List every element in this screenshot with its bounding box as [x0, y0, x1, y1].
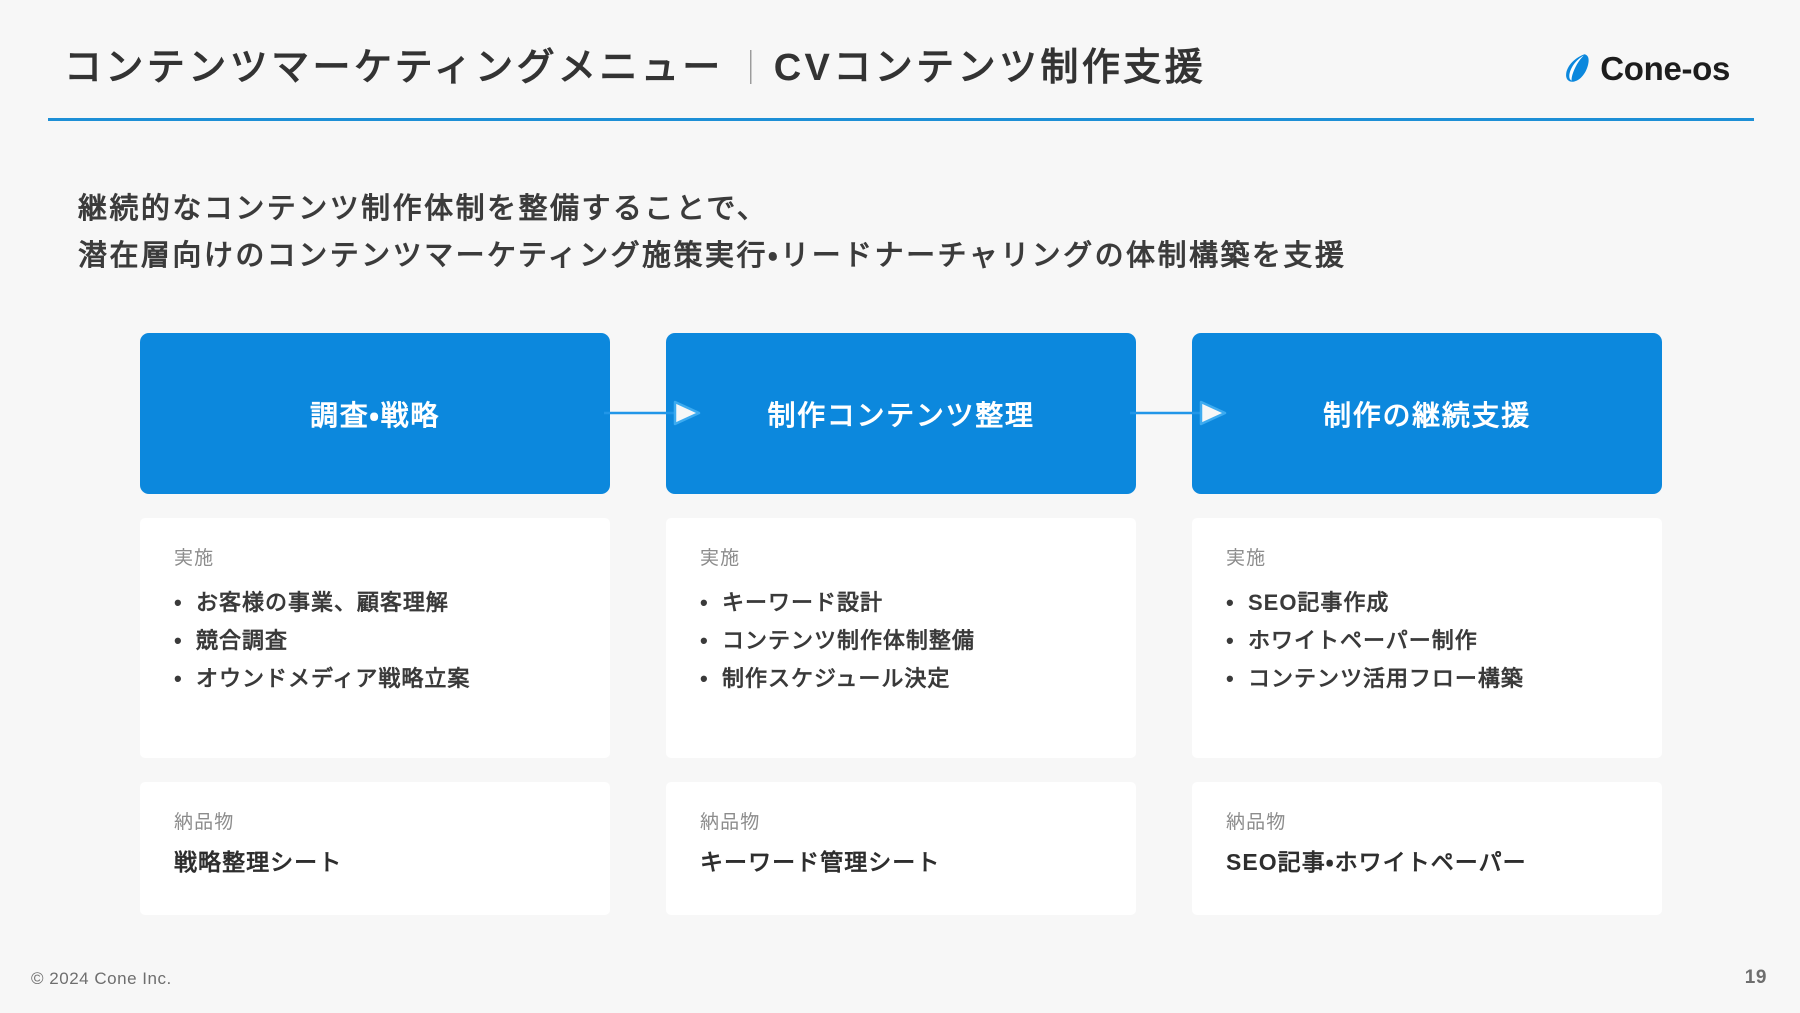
bullet-icon: • [700, 666, 709, 692]
deliverable-label-2: 納品物 [700, 812, 761, 833]
deliverable-label-1: 納品物 [174, 812, 235, 833]
tasks-label-2: 実施 [700, 548, 741, 569]
header-divider [48, 118, 1754, 121]
list-item: • ホワイトペーパー制作 [1226, 622, 1628, 660]
bullet-icon: • [1226, 666, 1235, 692]
task-text: 制作スケジュール決定 [722, 666, 951, 692]
page-title: コンテンツマーケティングメニュー ｜ CVコンテンツ制作支援 [64, 49, 1206, 87]
bullet-icon: • [700, 628, 709, 654]
page-title-main: コンテンツマーケティングメニュー [64, 47, 724, 89]
tasks-label-3: 実施 [1226, 548, 1267, 569]
bullet-icon: • [174, 590, 183, 615]
deliverable-value-3: SEO記事・ホワイトペーパー [1226, 849, 1527, 875]
task-text: お客様の事業、顧客理解 [196, 590, 449, 615]
task-text: キーワード設計 [722, 590, 883, 615]
deliverable-card-1: 納品物 戦略整理シート [140, 782, 610, 915]
deliverable-value-1: 戦略整理シート [174, 849, 343, 875]
brand-name: Cone-os [1600, 49, 1730, 87]
list-item: • 制作スケジュール決定 [700, 660, 1102, 698]
lead-line-1: 継続的なコンテンツ制作体制を整備することで、 [78, 193, 769, 225]
task-text: ホワイトペーパー制作 [1248, 628, 1478, 654]
list-item: • お客様の事業、顧客理解 [174, 584, 576, 622]
task-text: SEO記事作成 [1248, 590, 1390, 615]
task-list-3: • SEO記事作成 • ホワイトペーパー制作 • コンテンツ活用フロー構築 [1226, 584, 1628, 698]
list-item: • SEO記事作成 [1226, 584, 1628, 622]
footer-page-number: 19 [1744, 967, 1767, 988]
tasks-label-1: 実施 [174, 548, 215, 569]
bullet-icon: • [174, 628, 183, 654]
phase-header-3[interactable]: 制作の継続支援 [1192, 333, 1662, 494]
deliverable-card-2: 納品物 キーワード管理シート [666, 782, 1136, 915]
phase-header-2[interactable]: 制作コンテンツ整理 [666, 333, 1136, 494]
list-item: • オウンドメディア戦略立案 [174, 660, 576, 698]
lead-line-2: 潜在層向けのコンテンツマーケティング施策実行・リードナーチャリングの体制構築を支… [78, 239, 1347, 272]
lead-copy: 継続的なコンテンツ制作体制を整備することで、 潜在層向けのコンテンツマーケティン… [78, 186, 1758, 280]
cone-leaf-icon [1566, 54, 1589, 82]
tasks-card-2: 実施 • キーワード設計 • コンテンツ制作体制整備 • 制作スケジュール決定 [666, 518, 1136, 758]
footer-copyright: © 2024 Cone Inc. [31, 969, 172, 988]
list-item: • キーワード設計 [700, 584, 1102, 622]
tasks-card-1: 実施 • お客様の事業、顧客理解 • 競合調査 • オウンドメディア戦略立案 [140, 518, 610, 758]
task-text: オウンドメディア戦略立案 [196, 666, 471, 692]
list-item: • 競合調査 [174, 622, 576, 660]
task-list-2: • キーワード設計 • コンテンツ制作体制整備 • 制作スケジュール決定 [700, 584, 1102, 698]
bullet-icon: • [174, 666, 183, 692]
task-list-1: • お客様の事業、顧客理解 • 競合調査 • オウンドメディア戦略立案 [174, 584, 576, 698]
deliverable-value-2: キーワード管理シート [700, 849, 941, 875]
phase-column-2: 制作コンテンツ整理 実施 • キーワード設計 • コンテンツ制作体制整備 • 制… [666, 333, 1136, 915]
phase-column-3: 制作の継続支援 実施 • SEO記事作成 • ホワイトペーパー制作 • コンテン… [1192, 333, 1662, 915]
deliverable-label-3: 納品物 [1226, 812, 1287, 833]
phase-columns: 調査・戦略 実施 • お客様の事業、顧客理解 • 競合調査 • オウンドメディア… [140, 333, 1662, 915]
phase-column-1: 調査・戦略 実施 • お客様の事業、顧客理解 • 競合調査 • オウンドメディア… [140, 333, 610, 915]
tasks-card-3: 実施 • SEO記事作成 • ホワイトペーパー制作 • コンテンツ活用フロー構築 [1192, 518, 1662, 758]
slide-header: コンテンツマーケティングメニュー ｜ CVコンテンツ制作支援 Cone-os [64, 32, 1736, 104]
task-text: コンテンツ制作体制整備 [722, 628, 975, 654]
bullet-icon: • [1226, 628, 1235, 654]
bullet-icon: • [1226, 590, 1235, 615]
bullet-icon: • [700, 590, 709, 615]
brand-logo: Cone-os [1564, 52, 1730, 85]
list-item: • コンテンツ活用フロー構築 [1226, 660, 1628, 698]
page-title-separator: ｜ [733, 50, 768, 88]
task-text: コンテンツ活用フロー構築 [1248, 666, 1524, 692]
list-item: • コンテンツ制作体制整備 [700, 622, 1102, 660]
deliverable-card-3: 納品物 SEO記事・ホワイトペーパー [1192, 782, 1662, 915]
page-title-sub: CVコンテンツ制作支援 [773, 47, 1207, 89]
phase-header-1[interactable]: 調査・戦略 [140, 333, 610, 494]
task-text: 競合調査 [196, 628, 288, 654]
